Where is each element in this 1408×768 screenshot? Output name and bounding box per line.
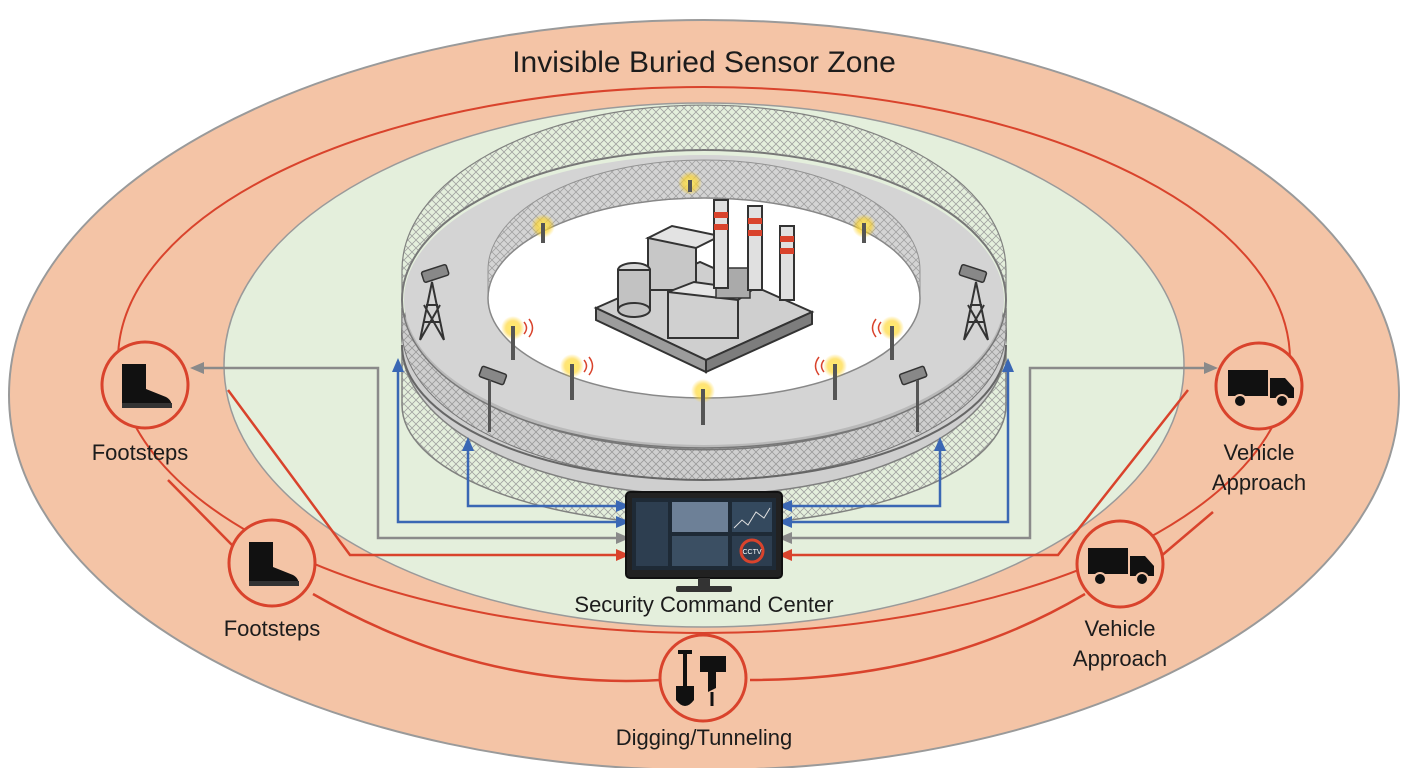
shovel-drill-icon <box>676 650 726 706</box>
zone-title: Invisible Buried Sensor Zone <box>512 46 896 79</box>
glowing-sensor-icon <box>880 316 904 360</box>
glowing-sensor-icon <box>678 171 702 195</box>
vehicle-detection-top: Vehicle Approach <box>1212 341 1306 495</box>
lattice-tower-icon <box>963 281 989 341</box>
command-center-label: Security Command Center <box>574 592 833 617</box>
cctv-camera-icon <box>958 263 988 283</box>
sensor-group <box>501 171 904 425</box>
digging-detection: Digging/Tunneling <box>616 633 793 750</box>
glowing-sensor-icon <box>560 354 584 400</box>
glowing-sensor-icon <box>501 316 525 360</box>
glowing-sensor-icon <box>852 214 876 243</box>
screen-badge: CCTV <box>742 549 761 556</box>
security-command-center-monitor: CCTV <box>625 491 783 592</box>
vehicle-detection-bottom: Vehicle Approach <box>1073 519 1167 671</box>
vehicle-label-top-line1: Vehicle <box>1224 440 1295 465</box>
glowing-sensor-icon <box>823 354 847 400</box>
footsteps-label-bottom: Footsteps <box>224 616 321 641</box>
footsteps-label-top: Footsteps <box>92 440 189 465</box>
boot-icon <box>122 364 172 408</box>
truck-icon <box>1228 370 1294 408</box>
footsteps-detection-top: Footsteps <box>92 340 190 465</box>
glowing-sensor-icon <box>691 379 715 425</box>
footsteps-detection-bottom: Footsteps <box>224 518 321 641</box>
vehicle-label-top-line2: Approach <box>1212 470 1306 495</box>
vehicle-label-bottom-line2: Approach <box>1073 646 1167 671</box>
cctv-camera-icon <box>478 365 508 432</box>
lattice-tower-icon <box>419 281 445 341</box>
truck-icon <box>1088 548 1154 586</box>
boot-icon <box>249 542 299 586</box>
digging-label: Digging/Tunneling <box>616 725 793 750</box>
connection-lines <box>167 366 1214 683</box>
industrial-plant-icon <box>593 199 815 374</box>
arrow-heads <box>190 358 1218 561</box>
vehicle-label-bottom-line1: Vehicle <box>1085 616 1156 641</box>
glowing-sensor-icon <box>531 214 555 243</box>
cctv-camera-icon <box>420 263 450 283</box>
cctv-camera-icon <box>898 365 928 432</box>
